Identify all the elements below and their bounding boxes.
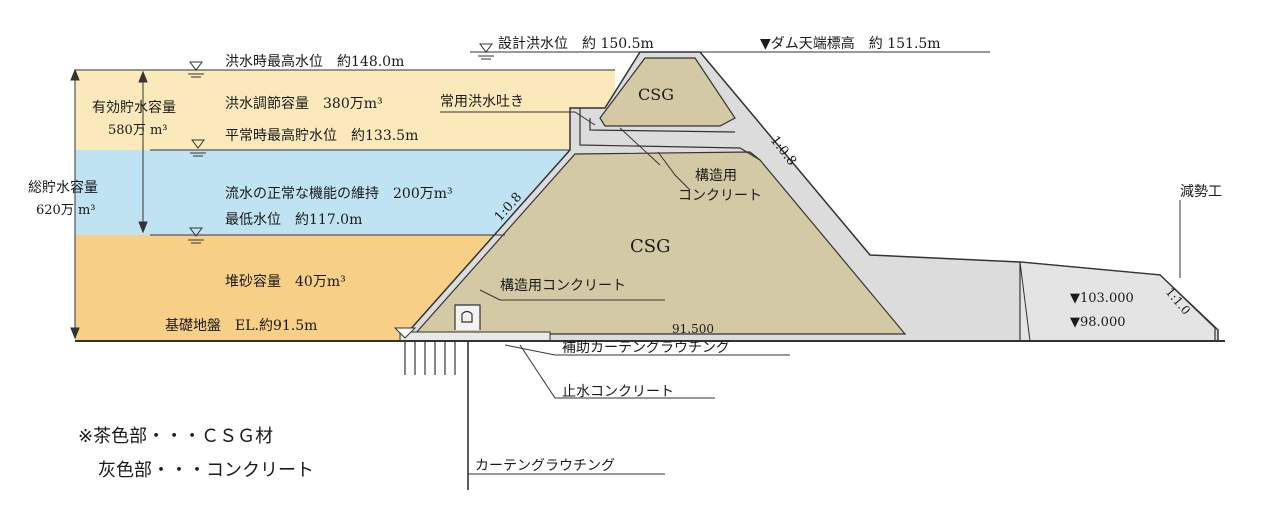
water-level-markers [188, 43, 494, 339]
effective-capacity-label: 有効貯水容量 [92, 99, 176, 116]
base-elevation-label: 91.500 [672, 322, 714, 336]
design-flood-level-label: 設計洪水位 約 150.5m [498, 36, 654, 52]
legend-csg: ※茶色部・・・ＣＳＧ材 [78, 426, 273, 447]
structural-concrete-label-a: 構造用 [695, 168, 737, 184]
grout-lines [404, 341, 469, 490]
capacity-dimension-lines [70, 68, 148, 340]
legend-concrete: 灰色部・・・コンクリート [98, 460, 314, 481]
crest-elevation-label: ▼ダム天端標高 約 151.5m [760, 35, 941, 52]
flood-control-capacity-label: 洪水調節容量 380万m³ [225, 95, 383, 112]
total-capacity-label: 総貯水容量 [28, 179, 98, 196]
foundation-level-label: 基礎地盤 EL.約91.5m [165, 317, 317, 334]
normal-max-level-label: 平常時最高貯水位 約133.5m [225, 127, 418, 144]
elevation-98-label: ▼98.000 [1070, 315, 1126, 330]
auxiliary-grouting-label: 補助カーテングラウチング [562, 340, 730, 356]
csg-upper-body [599, 57, 736, 127]
structural-concrete-inline-label: 構造用コンクリート [500, 278, 626, 294]
spillway-label: 常用洪水吐き [440, 94, 524, 110]
csg-top-label: CSG [638, 85, 674, 104]
inspection-gallery [454, 304, 481, 330]
flood-max-level-label: 洪水時最高水位 約148.0m [225, 53, 404, 70]
effective-capacity-value: 580万 m³ [108, 123, 167, 138]
csg-main-label: CSG [630, 236, 670, 257]
stilling-basin [1019, 261, 1216, 342]
elevation-103-label: ▼103.000 [1070, 291, 1134, 306]
flood-control-zone [75, 70, 615, 150]
water-maintenance-zone [75, 150, 570, 235]
level-lines [75, 51, 990, 236]
min-level-label: 最低水位 約117.0m [225, 212, 362, 228]
structural-concrete-label-b: コンクリート [678, 188, 762, 204]
curtain-grouting-label: カーテングラウチング [475, 458, 615, 474]
total-capacity-value: 620万 m³ [36, 203, 95, 218]
leader-lines [440, 111, 1181, 475]
cutoff-concrete-label: 止水コンクリート [562, 384, 674, 400]
cutoff-concrete-strip [399, 331, 551, 342]
stilling-basin-label: 減勢工 [1180, 183, 1222, 200]
csg-main-body [413, 151, 907, 335]
maintenance-capacity-label: 流水の正常な機能の維持 200万m³ [225, 186, 453, 202]
sediment-capacity-label: 堆砂容量 40万m³ [225, 273, 346, 290]
